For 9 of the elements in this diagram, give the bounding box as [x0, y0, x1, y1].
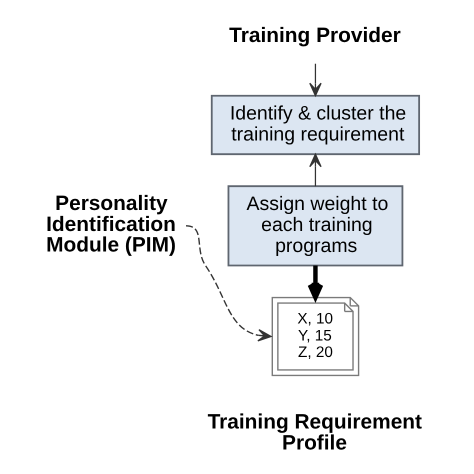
arrow: [308, 154, 322, 186]
node-box: Assign weight to each training programs: [227, 185, 403, 266]
node-box: Identify & cluster the training requirement: [210, 94, 420, 156]
node-text: Personality Identification Module (PIM): [46, 192, 176, 257]
node-text: Training Provider: [228, 24, 400, 48]
arrow: [307, 266, 323, 300]
arrow: [308, 64, 322, 96]
node-label: Training Requirement Profile: [207, 410, 422, 454]
arrow: [185, 225, 272, 342]
